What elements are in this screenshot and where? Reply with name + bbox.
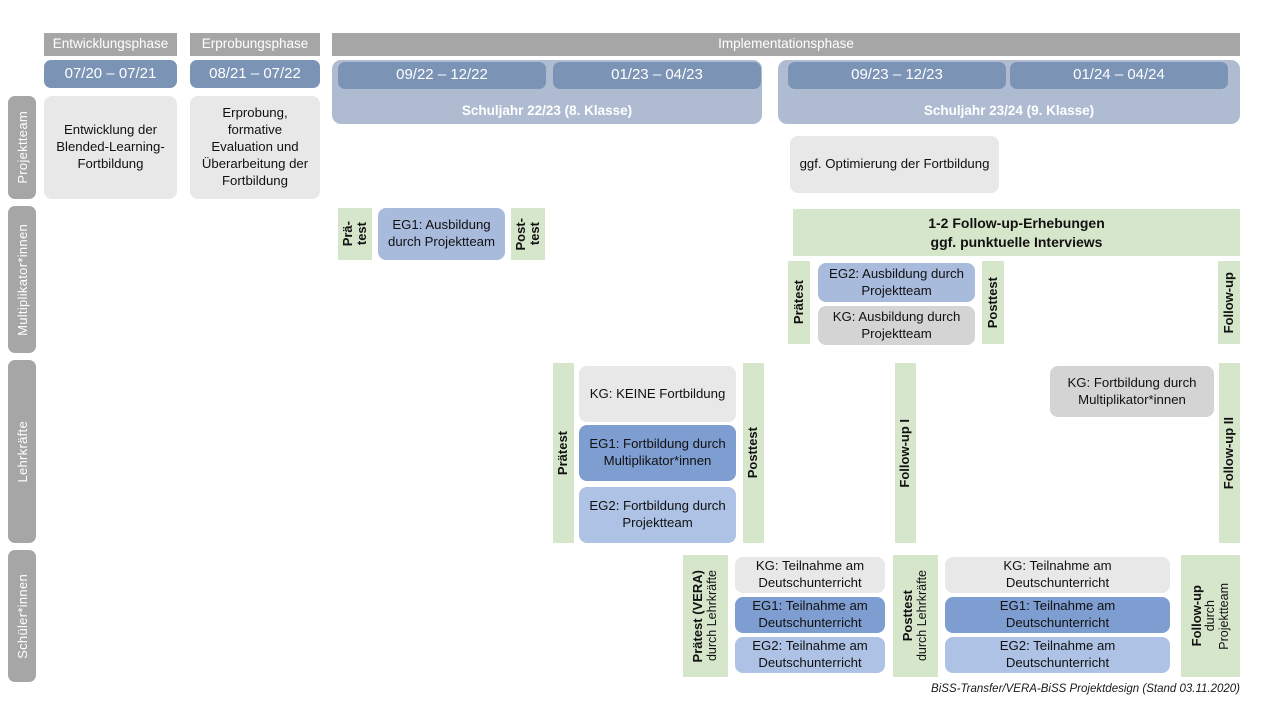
box-eg2-ausbildung-projektteam: EG2: Ausbildung durch Projektteam xyxy=(818,263,975,302)
box-eg1-ausbildung-projektteam: EG1: Ausbildung durch Projektteam xyxy=(378,208,505,260)
green-praetest-multiplikatoren-2: Prätest xyxy=(788,261,810,344)
period-0923-1223: 09/23 – 12/23 xyxy=(788,62,1006,89)
green-posttest-lehrkraefte: Posttest xyxy=(743,363,764,543)
banner-followup-line1: 1-2 Follow-up-Erhebungen xyxy=(928,214,1105,231)
period-0821-0722: 08/21 – 07/22 xyxy=(190,60,320,88)
box-schueler-eg2-2: EG2: Teilnahme am Deutschunterricht xyxy=(945,637,1170,673)
period-0922-1222: 09/22 – 12/22 xyxy=(338,62,546,89)
green-followup-multiplikatoren-text: Follow-up xyxy=(1220,271,1236,334)
green-posttest-schueler-sub: durch Lehrkräfte xyxy=(914,570,929,662)
green-praetest-lehrkraefte: Prätest xyxy=(553,363,574,543)
box-kg-fortbildung-multiplikatoren: KG: Fortbildung durch Multiplikator*inne… xyxy=(1050,366,1214,417)
green-posttest-multiplikatoren-1-line1: Post- xyxy=(512,217,528,251)
banner-followup-line2: ggf. punktuelle Interviews xyxy=(930,233,1103,250)
green-praetest-multiplikatoren-2-text: Prätest xyxy=(790,280,806,325)
box-schueler-kg-1: KG: Teilnahme am Deutschunterricht xyxy=(735,557,885,593)
row-label-schuelerinnen-text: Schüler*innen xyxy=(14,573,30,659)
green-followup-2-lehrkraefte: Follow-up II xyxy=(1219,363,1240,543)
green-followup-1-lehrkraefte: Follow-up I xyxy=(895,363,916,543)
box-schueler-eg1-1: EG1: Teilnahme am Deutschunterricht xyxy=(735,597,885,633)
green-praetest-lehrkraefte-text: Prätest xyxy=(555,430,571,476)
period-0123-0423: 01/23 – 04/23 xyxy=(553,62,761,89)
green-praetest-multiplikatoren-1: Prä- test xyxy=(338,208,372,260)
box-schueler-kg-2: KG: Teilnahme am Deutschunterricht xyxy=(945,557,1170,593)
green-posttest-lehrkraefte-text: Posttest xyxy=(745,427,761,479)
box-kg-keine-fortbildung: KG: KEINE Fortbildung xyxy=(579,366,736,422)
phase-header-entwicklungsphase: Entwicklungsphase xyxy=(44,33,177,56)
box-eg1-fortbildung-multiplikatoren: EG1: Fortbildung durch Multiplikator*inn… xyxy=(579,425,736,481)
green-followup-2-lehrkraefte-text: Follow-up II xyxy=(1221,416,1237,490)
row-label-projektteam-text: Projektteam xyxy=(14,111,30,184)
row-label-multiplikatorinnen: Multiplikator*innen xyxy=(8,206,36,353)
footer-caption: BiSS-Transfer/VERA-BiSS Projektdesign (S… xyxy=(931,683,1240,695)
green-posttest-multiplikatoren-1: Post- test xyxy=(511,208,545,260)
green-praetest-vera-sub: durch Lehrkräfte xyxy=(704,570,719,662)
row-label-projektteam: Projektteam xyxy=(8,96,36,199)
green-praetest-multiplikatoren-1-line2: test xyxy=(354,222,369,246)
box-erprobung-evaluation: Erprobung, formative Evaluation und Über… xyxy=(190,96,320,199)
box-eg2-fortbildung-projektteam: EG2: Fortbildung durch Projektteam xyxy=(579,487,736,543)
box-entwicklung-fortbildung: Entwicklung der Blended-Learning-Fortbil… xyxy=(44,96,177,199)
green-followup-schueler-sub1: durch xyxy=(1202,600,1217,632)
row-label-multiplikatorinnen-text: Multiplikator*innen xyxy=(14,223,30,336)
box-schueler-eg1-2: EG1: Teilnahme am Deutschunterricht xyxy=(945,597,1170,633)
green-praetest-vera-schueler: Prätest (VERA) durch Lehrkräfte xyxy=(683,555,728,677)
box-kg-ausbildung-projektteam: KG: Ausbildung durch Projektteam xyxy=(818,306,975,345)
box-ggf-optimierung: ggf. Optimierung der Fortbildung xyxy=(790,136,999,193)
row-label-lehrkraefte-text: Lehrkräfte xyxy=(14,420,30,483)
green-posttest-schueler-bold: Posttest xyxy=(900,590,916,642)
green-followup-multiplikatoren: Follow-up xyxy=(1218,261,1240,344)
green-posttest-multiplikatoren-2-text: Posttest xyxy=(984,276,1000,329)
green-praetest-multiplikatoren-1-line1: Prä- xyxy=(339,221,355,247)
period-0124-0424: 01/24 – 04/24 xyxy=(1010,62,1228,89)
period-0720-0721: 07/20 – 07/21 xyxy=(44,60,177,88)
banner-followup-erhebungen: 1-2 Follow-up-Erhebungen ggf. punktuelle… xyxy=(793,209,1240,256)
green-followup-schueler: Follow-up durch Projektteam xyxy=(1181,555,1240,677)
phase-header-erprobungsphase: Erprobungsphase xyxy=(190,33,320,56)
green-posttest-multiplikatoren-1-line2: test xyxy=(527,222,542,246)
box-schueler-eg2-1: EG2: Teilnahme am Deutschunterricht xyxy=(735,637,885,673)
phase-header-implementationsphase: Implementationsphase xyxy=(332,33,1240,56)
green-posttest-schueler: Posttest durch Lehrkräfte xyxy=(893,555,938,677)
green-posttest-multiplikatoren-2: Posttest xyxy=(982,261,1004,344)
green-followup-1-lehrkraefte-text: Follow-up I xyxy=(897,418,913,488)
row-label-schuelerinnen: Schüler*innen xyxy=(8,550,36,682)
green-followup-schueler-bold: Follow-up xyxy=(1188,585,1204,647)
row-label-lehrkraefte: Lehrkräfte xyxy=(8,360,36,543)
green-praetest-vera-bold: Prätest (VERA) xyxy=(690,569,706,663)
green-followup-schueler-sub2: Projektteam xyxy=(1216,582,1231,650)
